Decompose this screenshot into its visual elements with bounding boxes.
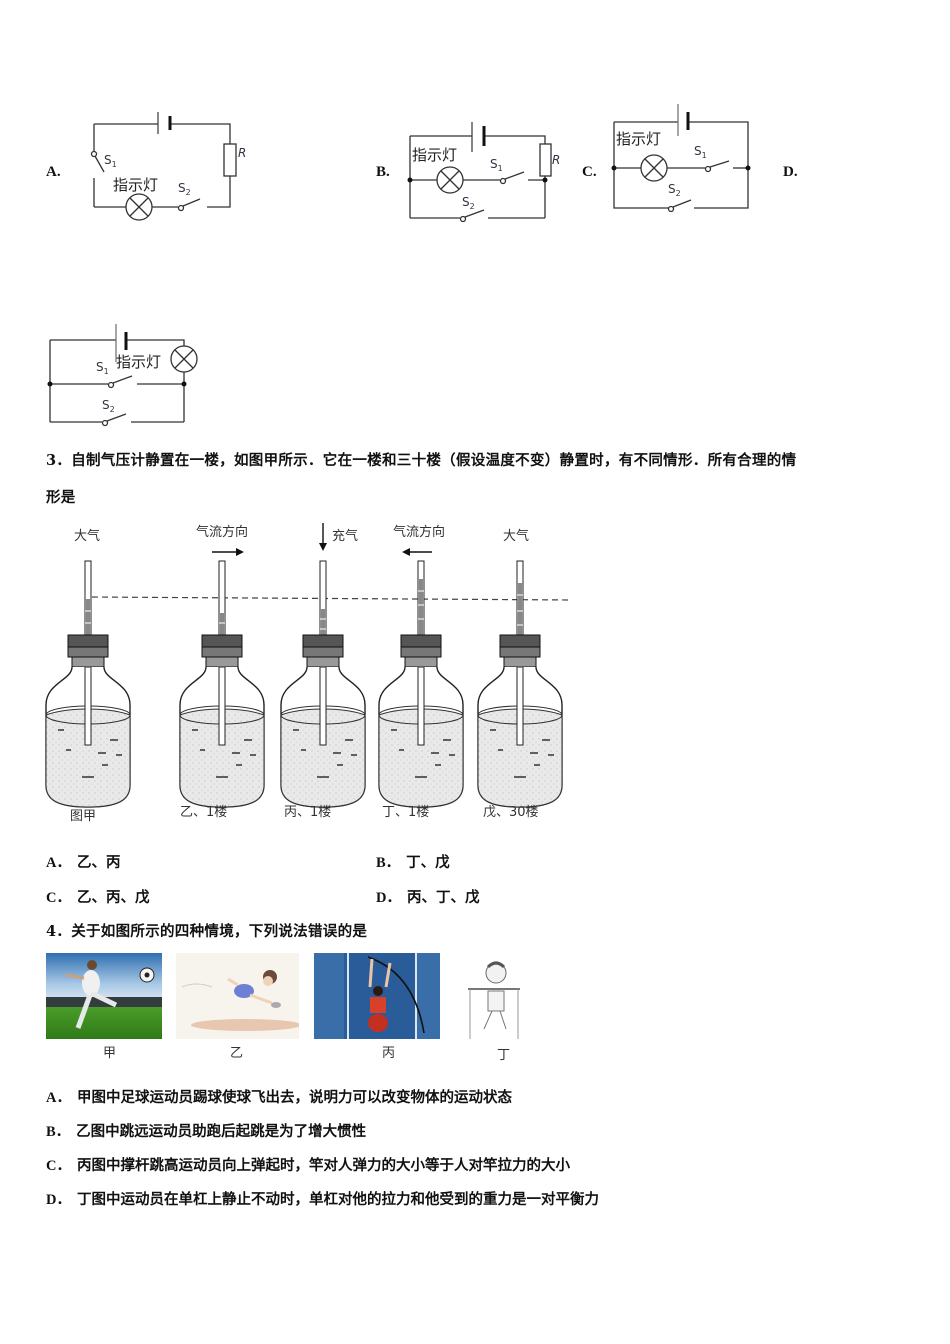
svg-text:S2: S2 (668, 182, 681, 198)
svg-text:S2: S2 (462, 195, 475, 211)
barometer-figure: 大气 气流方向 充气 气流方向 大气 (40, 515, 580, 830)
q4-choice-b-label: B． (46, 1124, 71, 1140)
svg-text:S2: S2 (102, 398, 115, 414)
q3-choice-b-text: 丁、戊 (406, 854, 450, 871)
lamp-label-b: 指示灯 (412, 146, 457, 164)
image-long-jump (176, 953, 299, 1039)
q3-choice-a-text: 乙、丙 (76, 854, 121, 871)
caption-q4-jia: 甲 (103, 1046, 117, 1061)
q3-choice-c-label: C． (46, 890, 71, 906)
option-a-label[interactable]: A. (46, 164, 61, 180)
lamp-label-d: 指示灯 (116, 353, 161, 371)
q3-choice-c[interactable]: C． 乙、丙、戊 (46, 886, 149, 907)
lamp-label-a: 指示灯 (113, 176, 158, 194)
label-airflow-left: 气流方向 (393, 525, 446, 540)
label-atmosphere-1: 大气 (74, 529, 101, 544)
q4-choice-c[interactable]: C． 丙图中撑杆跳高运动员向上弹起时，竿对人弹力的大小等于人对竿拉力的大小 (46, 1154, 570, 1175)
q3-choice-a[interactable]: A． 乙、丙 (46, 851, 120, 872)
q3-choice-c-text: 乙、丙、戊 (76, 889, 150, 906)
caption-fig-jia: 图甲 (70, 809, 97, 824)
caption-wu: 戊、30楼 (483, 805, 539, 820)
svg-text:S1: S1 (104, 153, 117, 169)
option-b-label[interactable]: B. (376, 164, 390, 180)
q4-choice-a-label: A． (46, 1090, 71, 1106)
barometer-bottles (45, 523, 573, 808)
option-c-label[interactable]: C. (582, 164, 597, 180)
circuit-diagram-d: 指示灯 S1 S2 (47, 324, 198, 427)
caption-q4-bing: 丙 (382, 1046, 396, 1061)
q3-choice-b-label: B． (376, 855, 401, 871)
question-4-stem: 4．关于如图所示的四种情境，下列说法错误的是 (46, 923, 368, 940)
label-atmosphere-2: 大气 (503, 529, 530, 544)
svg-text:R: R (238, 146, 246, 160)
q4-choice-c-text: 丙图中撑杆跳高运动员向上弹起时，竿对人弹力的大小等于人对竿拉力的大小 (76, 1157, 570, 1174)
label-inflate: 充气 (332, 529, 359, 544)
q4-choice-d[interactable]: D． 丁图中运动员在单杠上静止不动时，单杠对他的拉力和他受到的重力是一对平衡力 (46, 1188, 599, 1209)
svg-text:S2: S2 (178, 181, 191, 197)
circuit-diagram-b: 指示灯 S1 S2 R (407, 122, 560, 223)
option-d-label[interactable]: D. (783, 164, 798, 180)
q4-choice-a[interactable]: A． 甲图中足球运动员踢球使球飞出去，说明力可以改变物体的运动状态 (46, 1086, 512, 1107)
caption-q4-yi: 乙 (230, 1046, 244, 1061)
caption-bing: 丙、1楼 (284, 805, 332, 820)
q3-choice-d[interactable]: D． 丙、丁、戊 (376, 886, 479, 907)
question-3-stem-line2: 形是 (46, 489, 76, 506)
q3-choice-d-text: 丙、丁、戊 (406, 889, 480, 906)
q4-choice-c-label: C． (46, 1158, 71, 1174)
caption-ding: 丁、1楼 (382, 805, 430, 820)
q3-choice-b[interactable]: B． 丁、戊 (376, 851, 450, 872)
image-soccer-kick (46, 953, 162, 1039)
q4-choice-d-text: 丁图中运动员在单杠上静止不动时，单杠对他的拉力和他受到的重力是一对平衡力 (76, 1191, 599, 1208)
svg-text:S1: S1 (694, 144, 707, 160)
image-horizontal-bar (462, 953, 524, 1039)
image-pole-vault (314, 953, 440, 1039)
lamp-label-c: 指示灯 (616, 130, 661, 148)
q4-choice-d-label: D． (46, 1192, 71, 1208)
svg-text:S1: S1 (96, 360, 109, 376)
svg-text:S1: S1 (490, 157, 503, 173)
q3-choice-a-label: A． (46, 855, 71, 871)
q4-choice-b[interactable]: B． 乙图中跳远运动员助跑后起跳是为了增大惯性 (46, 1120, 366, 1141)
q4-choice-b-text: 乙图中跳远运动员助跑后起跳是为了增大惯性 (76, 1123, 367, 1140)
q3-choice-d-label: D． (376, 890, 401, 906)
svg-text:R: R (552, 153, 560, 167)
question-3-stem-line1: 3．自制气压计静置在一楼，如图甲所示．它在一楼和三十楼（假设温度不变）静置时，有… (46, 452, 797, 469)
label-airflow-right: 气流方向 (196, 525, 249, 540)
circuit-diagram-a: 指示灯 S1 S2 R (90, 112, 246, 221)
caption-q4-ding: 丁 (497, 1048, 511, 1063)
caption-yi: 乙、1楼 (180, 805, 228, 820)
q4-choice-a-text: 甲图中足球运动员踢球使球飞出去，说明力可以改变物体的运动状态 (76, 1089, 512, 1106)
circuit-diagram-c: 指示灯 S1 S2 (611, 104, 751, 212)
